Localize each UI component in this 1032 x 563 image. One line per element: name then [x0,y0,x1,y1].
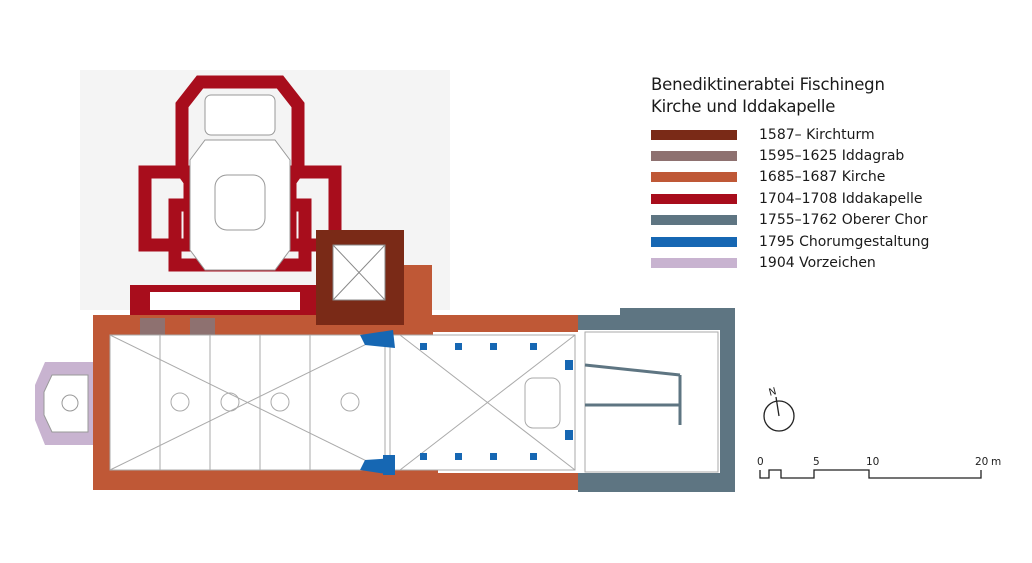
chorumgestaltung [360,330,573,475]
iddagrab-1 [140,318,165,336]
legend-label: 1755–1762 Oberer Chor [759,212,928,229]
scale-tick-0: 0 [757,456,764,468]
legend-label: 1904 Vorzeichen [759,255,876,272]
oberer-chor [578,308,735,492]
legend-swatch [651,258,737,269]
legend-item: 1795 Chorumgestaltung [651,231,929,252]
legend-swatch [651,172,737,183]
scale-tick-5: 5 [813,456,820,468]
legend-item: 1755–1762 Oberer Chor [651,210,929,231]
legend-label: 1685–1687 Kirche [759,169,886,186]
legend-label: 1795 Chorumgestaltung [759,233,930,250]
scale-tick-10: 10 [866,456,880,468]
legend-item: 1904 Vorzeichen [651,252,929,273]
legend-title-line1: Benediktinerabtei Fischinegn [651,75,885,94]
legend-swatch [651,129,737,140]
legend-label: 1704–1708 Iddakapelle [759,190,923,207]
iddagrab-2 [190,318,215,336]
legend-swatch [651,193,737,204]
legend-label: 1587– Kirchturm [759,126,875,143]
choir-interior [389,334,576,471]
legend: Benediktinerabtei Fischinegn Kirche und … [651,74,929,274]
nave-interior [109,334,386,471]
scale-tick-20: 20 [975,456,989,468]
north-arrow-icon [763,396,795,432]
iddakapelle-interior [189,94,291,271]
legend-title-line2: Kirche und Iddakapelle [651,97,836,116]
scale-unit: m [991,456,1002,468]
kirchturm [316,230,404,325]
legend-item: 1587– Kirchturm [651,124,929,145]
legend-item: 1685–1687 Kirche [651,167,929,188]
legend-item: 1595–1625 Iddagrab [651,145,929,166]
legend-label: 1595–1625 Iddagrab [759,148,905,165]
vorzeichen [35,362,95,445]
scale-bar [759,469,982,479]
legend-swatch [651,151,737,162]
legend-swatch [651,215,737,226]
legend-item: 1704–1708 Iddakapelle [651,188,929,209]
legend-swatch [651,236,737,247]
